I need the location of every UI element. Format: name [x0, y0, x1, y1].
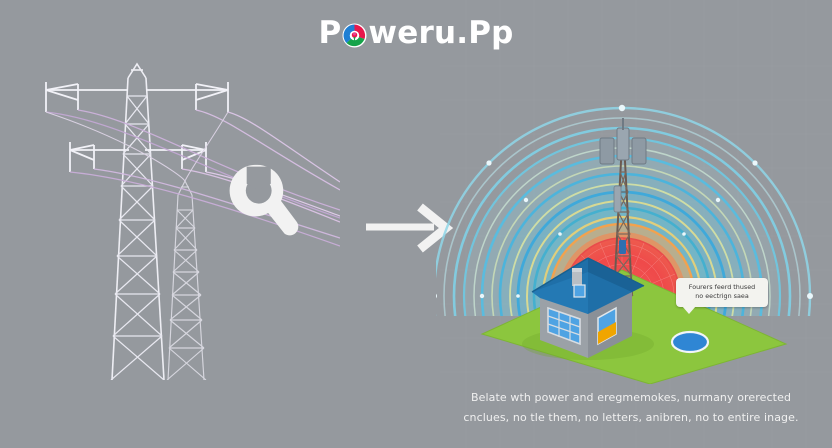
callout-line-1: Fourers feerd thused	[688, 283, 756, 291]
cell-tower-icon	[599, 118, 647, 297]
pond-marker-icon	[670, 330, 710, 354]
caption-line-2: cnclues, no tle them, no letters, anibre…	[463, 411, 799, 425]
coverage-callout: Fourers feerd thused no eectrign saea	[676, 278, 768, 314]
caption-line-1: Belate wth power and eregmemokes, nurman…	[470, 391, 792, 404]
colorful-circle-logo-mark	[342, 23, 367, 48]
signal-coverage-illustration	[436, 104, 813, 384]
callout-line-2: no eectrign saea	[695, 292, 749, 301]
logo-text-before: P	[318, 15, 342, 51]
terrain-plot	[480, 269, 788, 384]
house-icon	[522, 257, 654, 360]
wrench-icon	[229, 164, 299, 236]
figure-caption: Belate wth power and eregmemokes, nurman…	[436, 388, 826, 429]
callout-tail	[682, 305, 696, 314]
